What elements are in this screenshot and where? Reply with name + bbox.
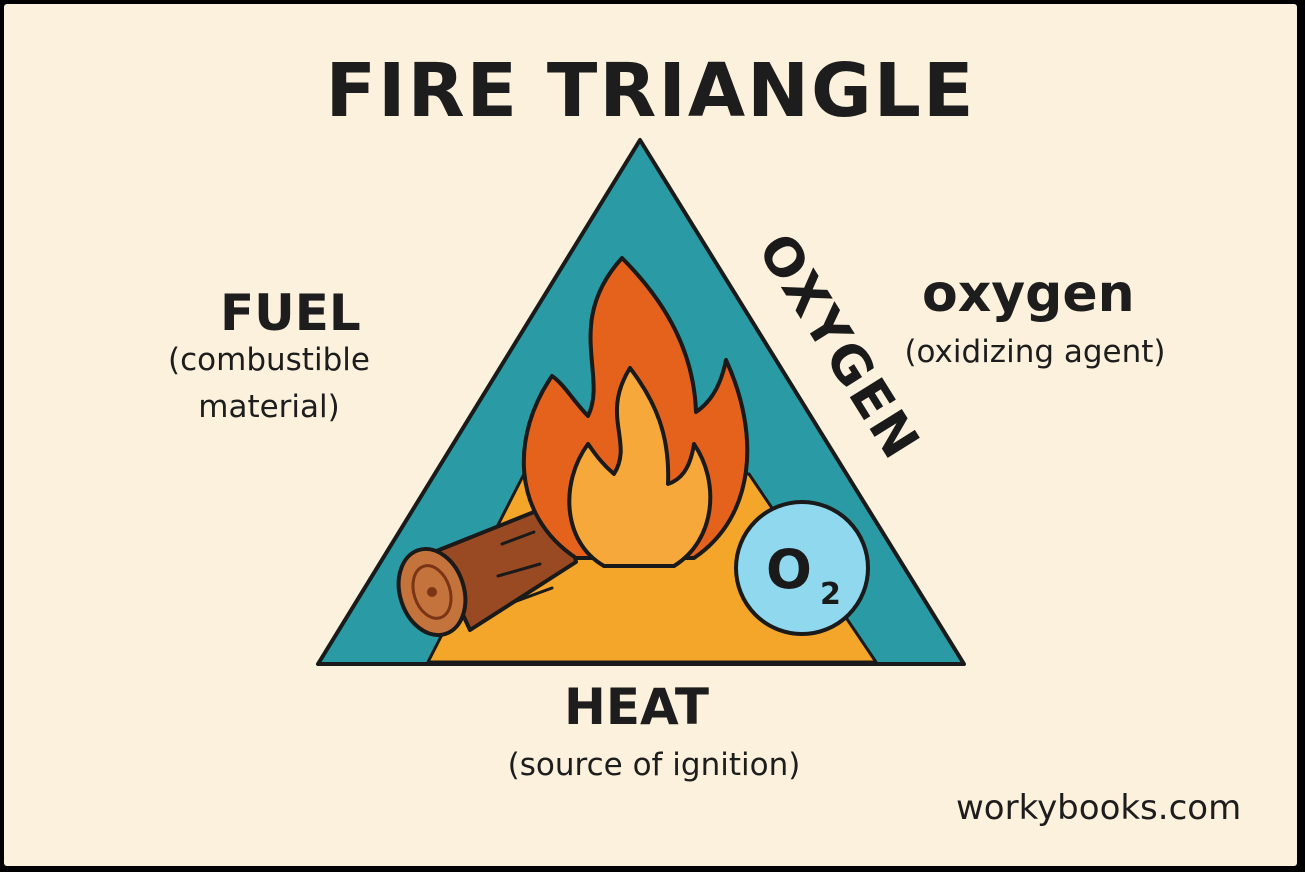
oxygen-o2-icon: O 2 bbox=[734, 500, 870, 636]
fuel-heading: FUEL bbox=[220, 284, 361, 342]
heat-heading: HEAT bbox=[564, 678, 709, 736]
fuel-description: (combustible material) bbox=[168, 342, 370, 425]
oxygen-heading: oxygen bbox=[922, 264, 1135, 324]
heat-description: (source of ignition) bbox=[507, 747, 801, 783]
flame-icon bbox=[521, 256, 750, 568]
oxygen-description: (oxidizing agent) bbox=[904, 334, 1166, 370]
o2-subscript: 2 bbox=[820, 577, 841, 612]
brand-link[interactable]: workybooks.com bbox=[956, 788, 1242, 828]
log-icon bbox=[396, 510, 578, 637]
triangle-illustration: O 2 OXYGEN bbox=[316, 138, 966, 666]
page-title: FIRE TRIANGLE bbox=[325, 48, 976, 134]
o2-letter: O bbox=[766, 538, 812, 601]
fire-triangle-diagram: FIRE TRIANGLE O 2 OXYGEN FUEL bbox=[4, 4, 1297, 866]
